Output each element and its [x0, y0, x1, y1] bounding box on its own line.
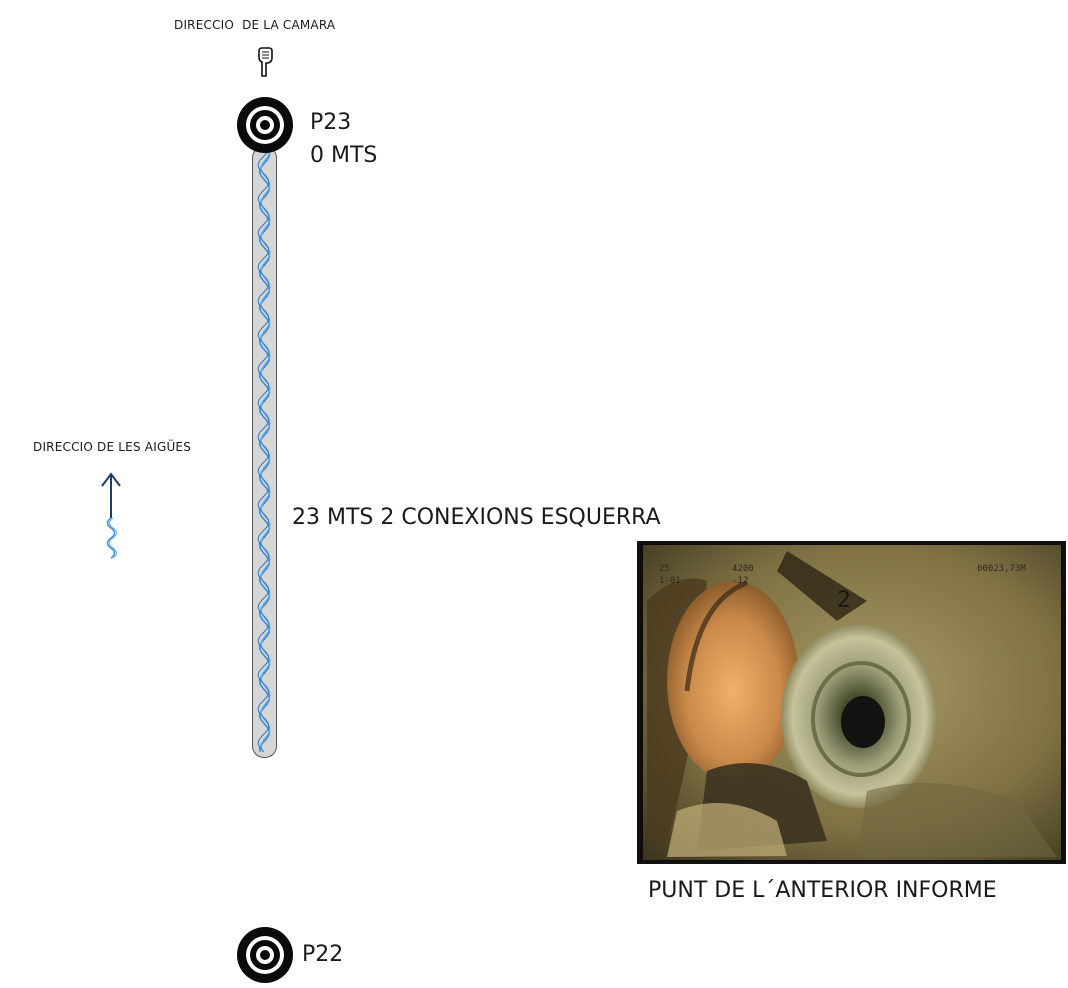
manhole-icon-p22 [236, 926, 294, 984]
manhole-label-p22: P22 [302, 942, 344, 967]
manhole-icon-p23 [236, 96, 294, 154]
photo-overlay-mid-1: 4200 [732, 564, 754, 574]
inspection-photo: 25 1-01 4200 -12 00023,73M 2 [637, 541, 1066, 864]
water-direction-arrow-icon [96, 470, 126, 566]
photo-overlay-left-1: 25 [659, 564, 670, 574]
photo-overlay-right: 00023,73M [977, 564, 1026, 574]
photo-overlay-left-2: 1-01 [659, 576, 681, 586]
photo-overlay-mid-2: -12 [732, 576, 748, 586]
pointing-hand-icon [254, 42, 276, 78]
manhole-label-p23: P23 [310, 110, 352, 135]
segment-label: 23 MTS 2 CONEXIONS ESQUERRA [292, 505, 661, 530]
water-flow-line [257, 151, 271, 753]
water-direction-label: DIRECCIO DE LES AIGÜES [33, 440, 192, 454]
camera-direction-label: DIRECCIO DE LA CAMARA [174, 18, 336, 32]
photo-caption: PUNT DE L´ANTERIOR INFORME [648, 878, 997, 903]
manhole-distance-p23: 0 MTS [310, 143, 378, 168]
photo-clock-mark: 2 [837, 588, 851, 613]
